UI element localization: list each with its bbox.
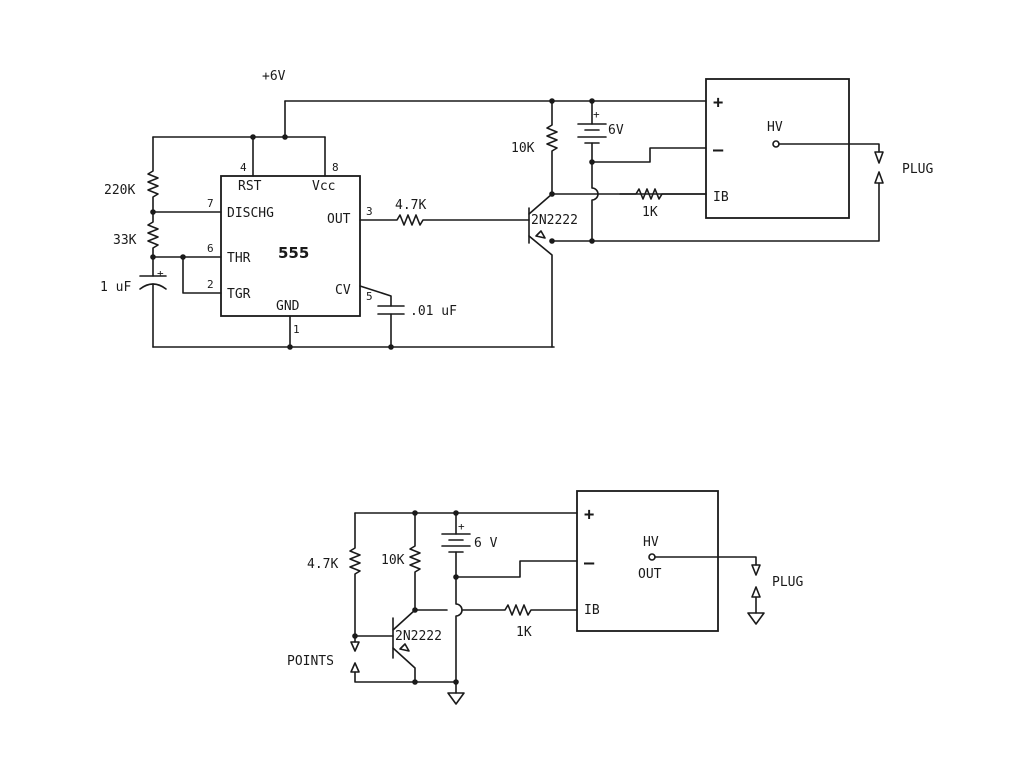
plug-label-2: PLUG bbox=[772, 575, 803, 590]
pin-3-number: 3 bbox=[366, 205, 373, 218]
base-resistor: 4.7K bbox=[359, 198, 530, 226]
resistor-10k-label: 10K bbox=[511, 141, 535, 156]
pin-thr-label: THR bbox=[227, 251, 251, 266]
hv-module: + – HV IB bbox=[705, 78, 850, 219]
ic-555: 4 8 7 6 2 3 5 1 RST Vcc DISCHG THR TGR O… bbox=[207, 161, 373, 336]
resistor-4-7k-label-2: 4.7K bbox=[307, 557, 338, 572]
module-plus-label-2: + bbox=[584, 505, 594, 525]
pin-1-number: 1 bbox=[293, 323, 300, 336]
top-rail-2 bbox=[354, 510, 578, 516]
battery-label: 6V bbox=[608, 123, 624, 138]
cap-1uf-label: 1 uF bbox=[100, 280, 131, 295]
spark-plug: PLUG bbox=[549, 143, 933, 244]
cap-1uf-polarity: + bbox=[157, 267, 164, 280]
module-ib-label-2: IB bbox=[584, 603, 600, 618]
bias-resistor-2: 4.7K bbox=[307, 512, 394, 639]
circuit-555-ignition: +6V 220K 33K + 1 uF bbox=[100, 69, 933, 350]
module-out-label-2: OUT bbox=[638, 567, 662, 582]
circuit-points-ignition: 4.7K 10K 2N2222 POINTS bbox=[287, 490, 803, 705]
pin-2-number: 2 bbox=[207, 278, 214, 291]
pin-8-number: 8 bbox=[332, 161, 339, 174]
battery-6v: + 6V bbox=[577, 100, 707, 242]
pin-6-number: 6 bbox=[207, 242, 214, 255]
transistor-stage: 10K 2N2222 bbox=[511, 100, 707, 348]
cv-capacitor: .01 uF bbox=[359, 285, 457, 348]
points-contact: POINTS bbox=[287, 635, 457, 685]
points-label: POINTS bbox=[287, 654, 334, 669]
hv-module-2: + – HV OUT IB bbox=[576, 490, 719, 632]
battery-label-2: 6 V bbox=[474, 536, 498, 551]
battery-polarity-2: + bbox=[458, 520, 465, 533]
battery-polarity: + bbox=[593, 108, 600, 121]
pin-tgr-label: TGR bbox=[227, 287, 251, 302]
ground-bus bbox=[152, 315, 555, 350]
pin-rst-label: RST bbox=[238, 179, 262, 194]
transistor-2: 2N2222 bbox=[392, 607, 448, 683]
resistor-33k-label: 33K bbox=[113, 233, 137, 248]
resistor-4-7k-label: 4.7K bbox=[395, 198, 426, 213]
module-ib-label: IB bbox=[713, 190, 729, 205]
plug-label: PLUG bbox=[902, 162, 933, 177]
pin-gnd-label: GND bbox=[276, 299, 300, 314]
pin-7-number: 7 bbox=[207, 197, 214, 210]
module-minus-label-2: – bbox=[584, 553, 595, 573]
supply-label: +6V bbox=[262, 69, 286, 84]
ic-name-label: 555 bbox=[278, 244, 309, 262]
pin-cv-label: CV bbox=[335, 283, 351, 298]
pin-dischg-label: DISCHG bbox=[227, 206, 274, 221]
ib-resistor: 1K bbox=[619, 188, 707, 220]
resistor-1k-label-2: 1K bbox=[516, 625, 532, 640]
ib-resistor-2: 1K bbox=[462, 604, 578, 640]
transistor-label-2: 2N2222 bbox=[395, 629, 442, 644]
resistor-1k-label: 1K bbox=[642, 205, 658, 220]
transistor-label: 2N2222 bbox=[531, 213, 578, 228]
module-minus-label: – bbox=[713, 140, 724, 160]
collector-resistor-2: 10K bbox=[381, 512, 421, 611]
module-plus-label: + bbox=[713, 93, 723, 113]
module-hv-label: HV bbox=[767, 120, 783, 135]
battery-6v-2: + 6 V bbox=[441, 512, 578, 705]
pin-vcc-label: Vcc bbox=[312, 179, 335, 194]
pin-5-number: 5 bbox=[366, 290, 373, 303]
resistor-220k-label: 220K bbox=[104, 183, 135, 198]
timing-network: 220K 33K + 1 uF bbox=[100, 136, 222, 348]
resistor-10k-label-2: 10K bbox=[381, 553, 405, 568]
module-hv-label-2: HV bbox=[643, 535, 659, 550]
spark-plug-2: PLUG bbox=[654, 556, 803, 625]
cap-01uf-label: .01 uF bbox=[410, 304, 457, 319]
pin-out-label: OUT bbox=[327, 212, 351, 227]
supply-rail: +6V bbox=[152, 69, 707, 177]
pin-4-number: 4 bbox=[240, 161, 247, 174]
